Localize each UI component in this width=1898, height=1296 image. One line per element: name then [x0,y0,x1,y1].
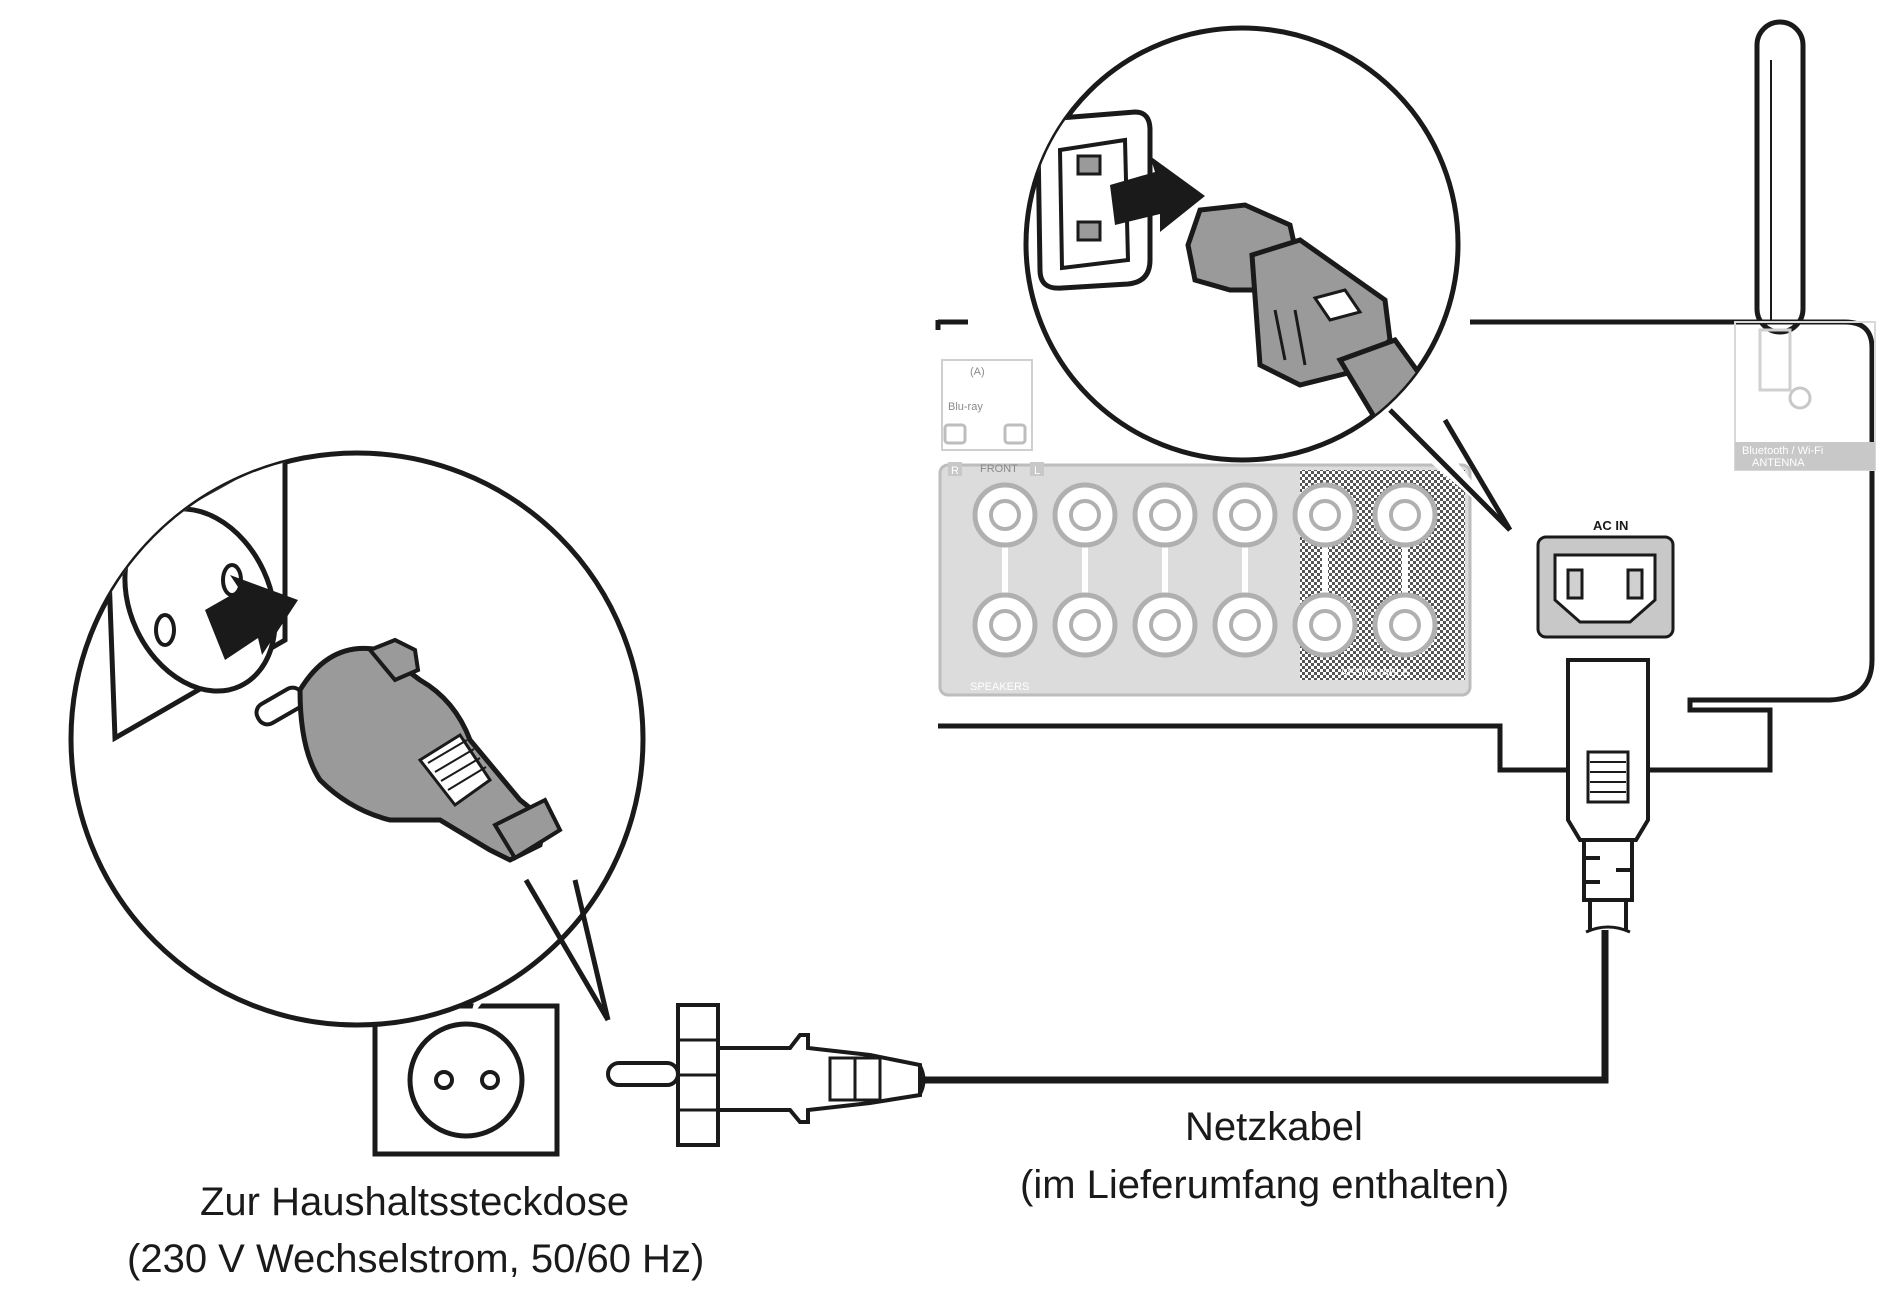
ac-in-socket: AC IN [1536,518,1675,639]
antenna-connector: Bluetooth / Wi-Fi ANTENNA [1734,321,1876,471]
outlet-magnifier [68,450,646,1028]
speaker-terminal-core [1309,499,1341,531]
speaker-terminal-block: SPEAKERS ASSIGNABLE R FRONT L [938,462,1472,697]
wifi-antenna-icon [1754,19,1806,335]
assignable-label: ASSIGNABLE [1340,667,1410,679]
antenna-label-line2: ANTENNA [1752,457,1805,469]
speaker-terminal-core [1149,609,1181,641]
wall-outlet-icon [372,1003,560,1157]
hdmi-input-area: Blu-ray (A) [941,359,1033,451]
antenna-label-line1: Bluetooth / Wi-Fi [1742,445,1823,457]
receiver-rear-panel: SPEAKERS ASSIGNABLE R FRONT L Blu-ray (A… [935,19,1876,773]
schuko-plug-closeup-icon [254,637,563,863]
cable-caption-line2: (im Lieferumfang enthalten) [1020,1163,1509,1207]
iec-inlet-closeup-icon [1035,109,1153,291]
outlet-caption-line1: Zur Haushaltssteckdose [200,1180,629,1224]
front-l-label: L [1034,465,1040,477]
speaker-terminal-core [1389,609,1421,641]
speaker-terminal-core [989,609,1021,641]
speaker-terminal-core [1069,499,1101,531]
speaker-terminal-core [1309,609,1341,641]
power-cable [606,658,1650,1147]
insert-arrow-icon [1110,156,1205,232]
schuko-plug-side-icon [606,1003,926,1147]
speaker-terminal-core [1069,609,1101,641]
group-a-label: (A) [970,366,985,378]
outlet-caption-line2: (230 V Wechselstrom, 50/60 Hz) [127,1237,704,1281]
speaker-terminal-core [989,499,1021,531]
channel-r-label: R [951,465,959,477]
blu-ray-label: Blu-ray [948,401,983,413]
insert-arrow-icon [205,575,298,660]
speaker-terminal-core [1229,499,1261,531]
cable-caption-line1: Netzkabel [1185,1105,1363,1149]
captions: Zur Haushaltssteckdose (230 V Wechselstr… [127,1105,1509,1281]
ac-in-magnifier [1023,25,1513,532]
iec-connector-icon [1566,658,1650,934]
ac-in-label: AC IN [1593,518,1628,533]
front-label: FRONT [980,463,1018,475]
speakers-label: SPEAKERS [970,681,1029,693]
speaker-terminal-core [1389,499,1421,531]
speaker-terminal-core [1229,609,1261,641]
speaker-terminal-core [1149,499,1181,531]
